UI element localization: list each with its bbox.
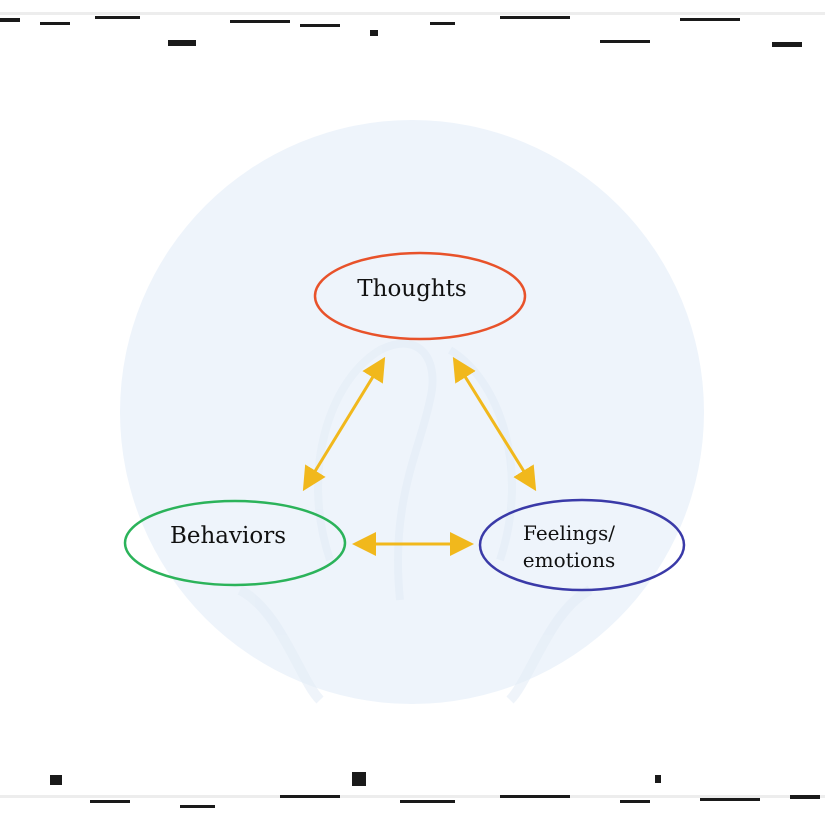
- arrow-thoughts-feelings: [452, 356, 537, 492]
- thoughts-label: Thoughts: [357, 276, 466, 302]
- watermark-circle: [120, 120, 704, 704]
- feelings-ellipse: [478, 498, 686, 592]
- behaviors-ellipse: [123, 499, 347, 587]
- feelings-label-line1: Feelings/: [523, 521, 615, 545]
- bottom-edge-noise: [0, 772, 825, 808]
- node-behaviors: Behaviors: [123, 499, 347, 587]
- behaviors-label: Behaviors: [170, 523, 286, 549]
- top-edge-noise: [0, 12, 825, 47]
- node-feelings: Feelings/ emotions: [478, 498, 686, 592]
- feelings-label-line2: emotions: [523, 548, 615, 572]
- arrow-thoughts-behaviors: [302, 356, 386, 492]
- node-thoughts: Thoughts: [313, 251, 527, 341]
- thoughts-ellipse: [313, 251, 527, 341]
